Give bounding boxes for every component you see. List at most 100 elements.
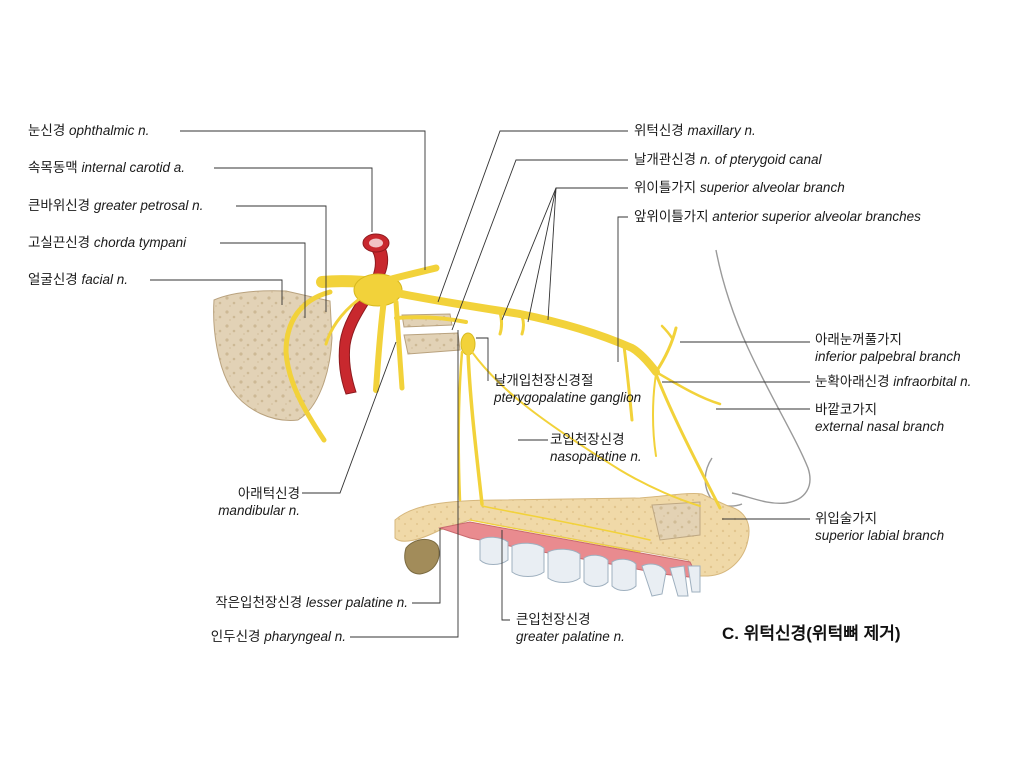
nose-outline xyxy=(715,249,811,504)
label-ko: 눈확아래신경 xyxy=(815,374,890,389)
label-en: infraorbital n. xyxy=(893,374,972,389)
leader-chorda-tympani xyxy=(220,242,306,318)
label-ko: 위턱신경 xyxy=(634,123,684,138)
label-ko: 바깥코가지 xyxy=(815,402,878,417)
label-pterygopalatine-ganglion: 날개입천장신경절 pterygopalatine ganglion xyxy=(494,372,641,406)
leader-lesser-palatine xyxy=(412,528,441,604)
label-ko: 눈신경 xyxy=(28,123,66,138)
premolar-1 xyxy=(583,554,609,587)
lesser-palatine-nerve xyxy=(457,350,464,502)
label-superior-alveolar-branch: 위이틀가지 superior alveolar branch xyxy=(634,179,845,196)
label-ko: 큰바위신경 xyxy=(28,198,91,213)
label-pharyngeal-nerve: 인두신경 pharyngeal n. xyxy=(120,628,346,645)
label-en: superior labial branch xyxy=(815,528,945,543)
label-en: pharyngeal n. xyxy=(264,629,346,644)
label-ko: 큰입천장신경 xyxy=(516,612,591,627)
label-ko: 아래턱신경 xyxy=(237,486,300,501)
superior-alveolar-branch-2 xyxy=(520,314,525,336)
leader-superior-alveolar-c xyxy=(547,187,557,321)
teeth xyxy=(479,536,701,597)
molar-1 xyxy=(479,536,509,565)
leader-mandibular xyxy=(302,341,397,494)
label-ko: 앞위이틀가지 xyxy=(634,209,709,224)
label-en: lesser palatine n. xyxy=(305,595,408,610)
label-external-nasal-branch: 바깥코가지 external nasal branch xyxy=(815,401,944,435)
label-en: maxillary n. xyxy=(687,123,756,138)
infraorbital-branch-fan xyxy=(652,373,657,457)
pterygoid-hamulus xyxy=(404,539,440,575)
inferior-palpebral-branch-b xyxy=(660,324,674,340)
label-ko: 인두신경 xyxy=(210,629,261,644)
leader-ophthalmic xyxy=(180,130,426,270)
greater-palatine-nerve xyxy=(466,350,484,506)
anterior-superior-alveolar-branch xyxy=(622,344,634,422)
label-ko: 날개입천장신경절 xyxy=(494,373,594,388)
label-anterior-superior-alveolar-branches: 앞위이틀가지 anterior superior alveolar branch… xyxy=(634,208,921,225)
label-en: n. of pterygoid canal xyxy=(699,152,822,167)
leader-pterygoid-canal xyxy=(451,159,628,331)
label-ko: 고실끈신경 xyxy=(28,235,91,250)
label-en: facial n. xyxy=(81,272,128,287)
palatal-branches xyxy=(481,505,651,541)
label-ko: 위이틀가지 xyxy=(634,180,697,195)
label-en: anterior superior alveolar branches xyxy=(712,209,921,224)
label-ophthalmic-nerve: 눈신경 ophthalmic n. xyxy=(28,122,149,139)
external-nasal-branch xyxy=(654,370,722,406)
figure-title: C. 위턱신경(위턱뼈 제거) xyxy=(722,624,901,643)
label-chorda-tympani: 고실끈신경 chorda tympani xyxy=(28,234,186,251)
label-inferior-palpebral-branch: 아래눈꺼풀가지 inferior palpebral branch xyxy=(815,331,961,365)
leader-pharyngeal xyxy=(350,330,459,638)
leader-superior-alveolar-b xyxy=(527,187,557,323)
temporal-bone xyxy=(213,290,333,421)
leader-pterygopalatine-ganglion xyxy=(476,337,489,381)
nerves xyxy=(283,264,722,553)
carotid-lumen-inner xyxy=(369,238,383,248)
premolar-2 xyxy=(611,558,637,591)
canine xyxy=(641,563,667,597)
label-ko: 아래눈꺼풀가지 xyxy=(815,332,902,347)
label-en: inferior palpebral branch xyxy=(815,349,961,364)
mandibular-nerve xyxy=(373,297,387,393)
leader-greater-palatine xyxy=(501,530,510,621)
maxillary-nerve xyxy=(388,288,660,376)
label-en: greater palatine n. xyxy=(516,629,625,644)
leader-internal-carotid xyxy=(214,167,373,232)
greater-petrosal-nerve xyxy=(324,298,360,346)
label-ko: 날개관신경 xyxy=(634,152,697,167)
incisor-1 xyxy=(669,565,689,597)
leader-maxillary xyxy=(437,130,628,303)
label-ko: 위입술가지 xyxy=(815,511,878,526)
leader-lines xyxy=(150,130,810,638)
label-ko: 속목동맥 xyxy=(28,160,78,175)
maxilla-body xyxy=(651,501,701,541)
label-en: ophthalmic n. xyxy=(69,123,150,138)
label-en: superior alveolar branch xyxy=(699,180,845,195)
label-en: greater petrosal n. xyxy=(93,198,204,213)
facial-nerve xyxy=(283,289,333,443)
ophthalmic-nerve xyxy=(384,264,440,284)
label-ko: 코입천장신경 xyxy=(550,432,625,447)
leader-greater-petrosal xyxy=(236,205,327,312)
label-en: nasopalatine n. xyxy=(550,449,642,464)
palatal-branches-2 xyxy=(469,519,641,553)
sphenoid-bone-lower xyxy=(403,332,461,355)
molar-2 xyxy=(511,542,545,577)
pterygoid-canal-nerve xyxy=(394,315,468,324)
superior-alveolar-branch-1 xyxy=(498,310,503,336)
label-en: external nasal branch xyxy=(815,419,945,434)
label-mandibular-nerve: 아래턱신경 mandibular n. xyxy=(200,485,300,519)
label-ko: 얼굴신경 xyxy=(28,272,78,287)
label-en: chorda tympani xyxy=(93,235,187,250)
inferior-palpebral-branch xyxy=(654,326,678,374)
label-infraorbital-nerve: 눈확아래신경 infraorbital n. xyxy=(815,373,971,390)
label-nasopalatine-nerve: 코입천장신경 nasopalatine n. xyxy=(550,431,642,465)
label-en: mandibular n. xyxy=(218,503,300,518)
leader-superior-alveolar-a xyxy=(501,187,628,321)
label-maxillary-nerve: 위턱신경 maxillary n. xyxy=(634,122,756,139)
label-en: pterygopalatine ganglion xyxy=(494,390,642,405)
superior-labial-branch xyxy=(654,372,722,510)
nasopalatine-nerve xyxy=(471,351,701,507)
incisor-2 xyxy=(687,565,701,593)
leader-anterior-superior-alveolar xyxy=(617,216,628,362)
